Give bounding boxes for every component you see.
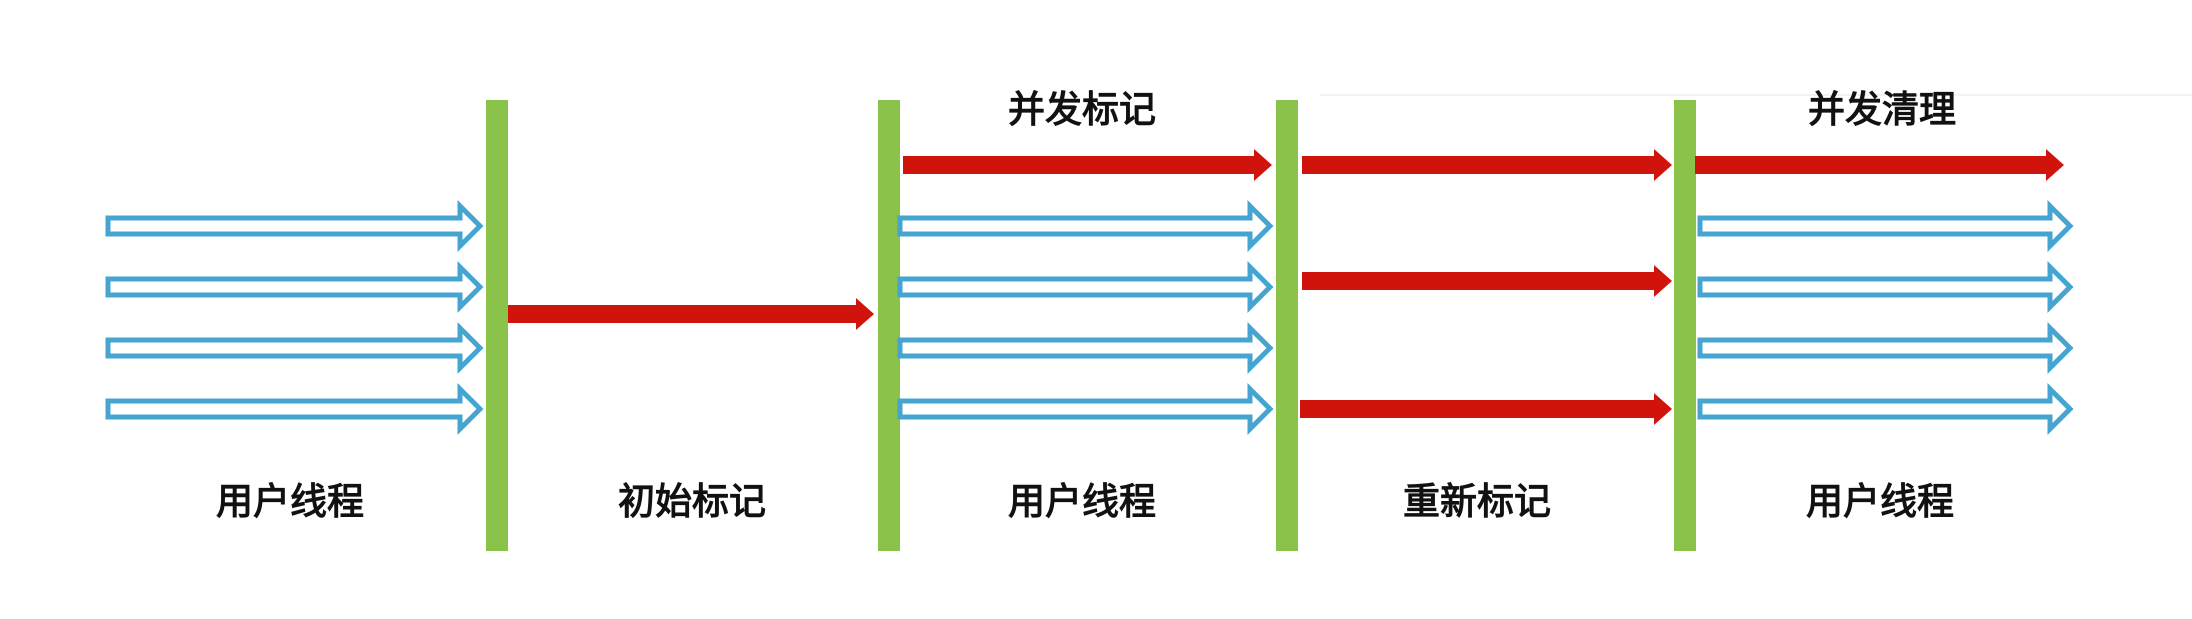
gc-arrow-concurrent-mark [903, 149, 1272, 181]
label-concurrent-mark: 并发标记 [1008, 88, 1156, 131]
safepoint-bar-2 [878, 100, 900, 551]
user-thread-arrow-seg3-4 [897, 382, 1274, 436]
user-thread-arrow-seg5-2 [1697, 260, 2074, 314]
label-user-thread-3: 用户线程 [1806, 480, 1954, 523]
gc-arrow-remark-2 [1302, 265, 1672, 297]
user-thread-arrow-seg3-3 [897, 321, 1274, 375]
safepoint-bar-1 [486, 100, 508, 551]
user-thread-arrow-seg1-1 [105, 199, 484, 253]
user-thread-arrow-seg1-4 [105, 382, 484, 436]
gc-arrow-remark-3 [1300, 393, 1672, 425]
label-initial-mark: 初始标记 [618, 480, 766, 523]
label-concurrent-sweep: 并发清理 [1808, 88, 1956, 131]
gc-arrow-remark-1 [1302, 149, 1672, 181]
label-user-thread-1: 用户线程 [216, 480, 364, 523]
user-thread-arrow-seg1-3 [105, 321, 484, 375]
label-remark: 重新标记 [1403, 480, 1551, 523]
safepoint-bar-3 [1276, 100, 1298, 551]
user-thread-arrow-seg3-2 [897, 260, 1274, 314]
gc-arrow-concurrent-sweep [1695, 149, 2064, 181]
user-thread-arrow-seg5-3 [1697, 321, 2074, 375]
user-thread-arrow-seg1-2 [105, 260, 484, 314]
user-thread-arrow-seg5-1 [1697, 199, 2074, 253]
safepoint-bar-4 [1674, 100, 1696, 551]
user-thread-arrow-seg5-4 [1697, 382, 2074, 436]
user-thread-arrow-seg3-1 [897, 199, 1274, 253]
label-user-thread-2: 用户线程 [1008, 480, 1156, 523]
gc-arrow-initial-mark [508, 298, 874, 330]
